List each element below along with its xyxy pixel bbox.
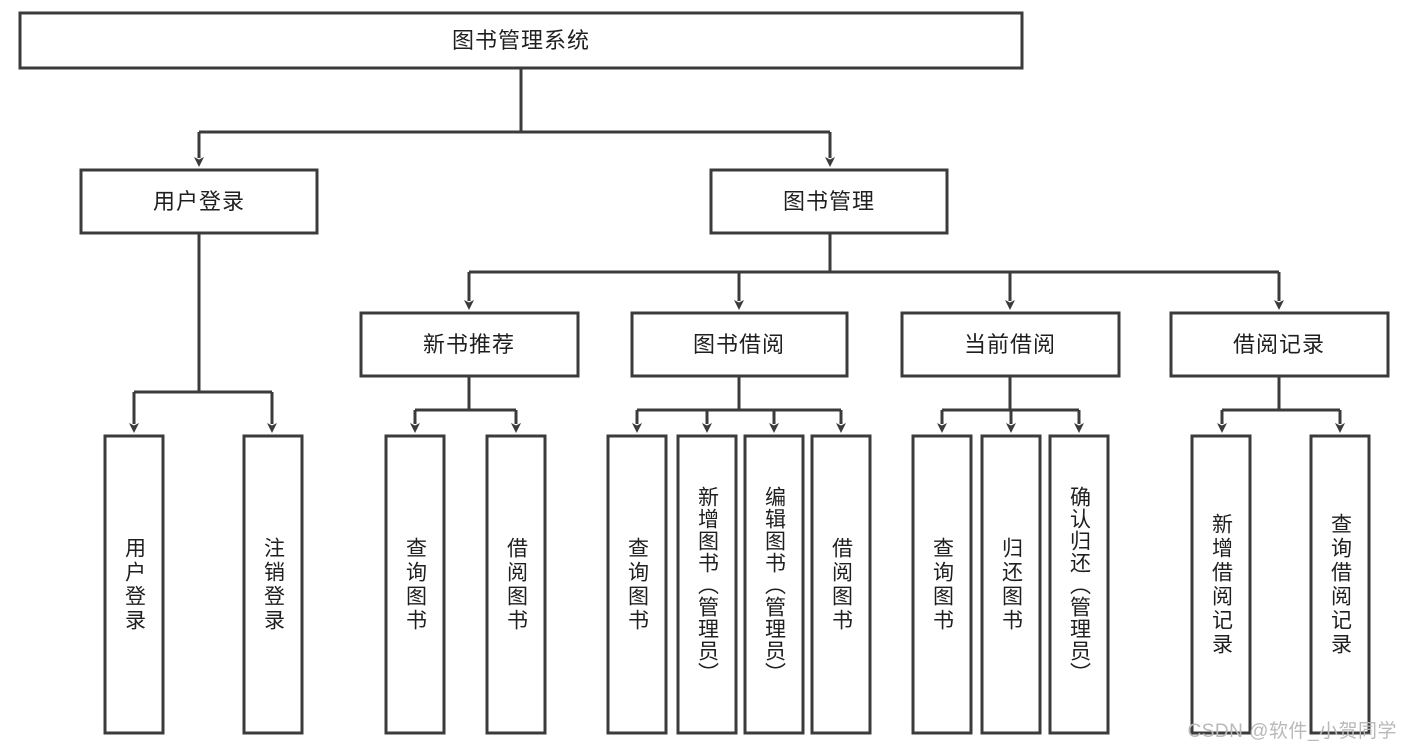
leaf-label-confirm-return: 确认归还（管理员） xyxy=(1067,485,1091,684)
watermark-text: CSDN @软件_小贺同学 xyxy=(1187,721,1397,742)
leaf-node-borrow-book-2[interactable]: 借阅图书 xyxy=(812,436,870,733)
leaf-box-group xyxy=(103,434,1371,735)
leaf-rect-return-book[interactable] xyxy=(980,434,1042,735)
leaf-node-add-record[interactable]: 新增借阅记录 xyxy=(1192,436,1250,733)
leaf-label-add-book-admin: 新增图书（管理员） xyxy=(695,485,719,684)
leaf-rect-logout[interactable] xyxy=(242,434,304,735)
node-borrow-record[interactable]: 借阅记录 xyxy=(1169,311,1390,378)
leaf-rect-borrow-book-1[interactable] xyxy=(485,434,547,735)
leaf-label-user-login: 用户登录 xyxy=(122,536,146,633)
node-user-login-label: 用户登录 xyxy=(153,189,245,214)
node-current-borrow-label: 当前借阅 xyxy=(964,332,1056,357)
leaf-label-edit-book-admin: 编辑图书（管理员） xyxy=(762,485,786,684)
connector-group-new-book xyxy=(410,376,521,433)
leaf-label-query-record: 查询借阅记录 xyxy=(1328,512,1352,657)
leaf-node-query-book-3[interactable]: 查询图书 xyxy=(913,436,971,733)
node-book-borrow[interactable]: 图书借阅 xyxy=(630,311,849,378)
node-new-book-recommend-label: 新书推荐 xyxy=(423,332,515,357)
connector-group-book-management xyxy=(464,233,1284,310)
connector-group-root xyxy=(194,68,835,167)
leaf-rect-query-book-3[interactable] xyxy=(911,434,973,735)
leaf-rect-add-record[interactable] xyxy=(1190,434,1252,735)
node-root[interactable]: 图书管理系统 xyxy=(18,11,1024,70)
leaf-label-query-book-2: 查询图书 xyxy=(625,536,649,633)
leaf-node-return-book[interactable]: 归还图书 xyxy=(982,436,1040,733)
node-book-management[interactable]: 图书管理 xyxy=(709,168,949,235)
leaf-rect-edit-book-admin[interactable] xyxy=(743,434,805,735)
leaf-label-add-record: 新增借阅记录 xyxy=(1209,512,1233,657)
leaf-node-add-book-admin[interactable]: 新增图书（管理员） xyxy=(678,436,736,733)
node-borrow-record-label: 借阅记录 xyxy=(1233,332,1325,357)
node-book-management-label: 图书管理 xyxy=(783,189,875,214)
leaf-rect-query-book-2[interactable] xyxy=(606,434,668,735)
connector-group-user-login xyxy=(129,233,277,433)
leaf-node-query-book-1[interactable]: 查询图书 xyxy=(386,436,444,733)
leaf-node-query-record[interactable]: 查询借阅记录 xyxy=(1311,436,1369,733)
leaf-rect-query-book-1[interactable] xyxy=(384,434,446,735)
connector-group-current-borrow xyxy=(937,376,1084,433)
leaf-node-edit-book-admin[interactable]: 编辑图书（管理员） xyxy=(745,436,803,733)
node-new-book-recommend[interactable]: 新书推荐 xyxy=(359,311,580,378)
leaf-rect-borrow-book-2[interactable] xyxy=(810,434,872,735)
node-root-label: 图书管理系统 xyxy=(452,28,590,53)
node-current-borrow[interactable]: 当前借阅 xyxy=(900,311,1121,378)
leaf-node-query-book-2[interactable]: 查询图书 xyxy=(608,436,666,733)
connector-group-book-borrow xyxy=(632,376,846,433)
leaf-node-confirm-return[interactable]: 确认归还（管理员） xyxy=(1050,436,1108,733)
leaf-rect-query-record[interactable] xyxy=(1309,434,1371,735)
node-book-borrow-label: 图书借阅 xyxy=(693,332,785,357)
leaf-rect-user-login[interactable] xyxy=(103,434,165,735)
leaf-label-borrow-book-2: 借阅图书 xyxy=(829,536,853,633)
leaf-rect-add-book-admin[interactable] xyxy=(676,434,738,735)
connector-group-borrow-record xyxy=(1217,376,1345,433)
leaf-node-user-login[interactable]: 用户登录 xyxy=(105,436,163,733)
node-user-login[interactable]: 用户登录 xyxy=(79,168,319,235)
leaf-label-borrow-book-1: 借阅图书 xyxy=(504,536,528,633)
leaf-node-logout[interactable]: 注销登录 xyxy=(244,436,302,733)
leaf-label-query-book-3: 查询图书 xyxy=(930,536,954,633)
leaf-node-borrow-book-1[interactable]: 借阅图书 xyxy=(487,436,545,733)
leaf-label-logout: 注销登录 xyxy=(261,536,285,633)
leaf-label-return-book: 归还图书 xyxy=(999,536,1023,633)
leaf-label-query-book-1: 查询图书 xyxy=(403,536,427,633)
leaf-rect-confirm-return[interactable] xyxy=(1048,434,1110,735)
